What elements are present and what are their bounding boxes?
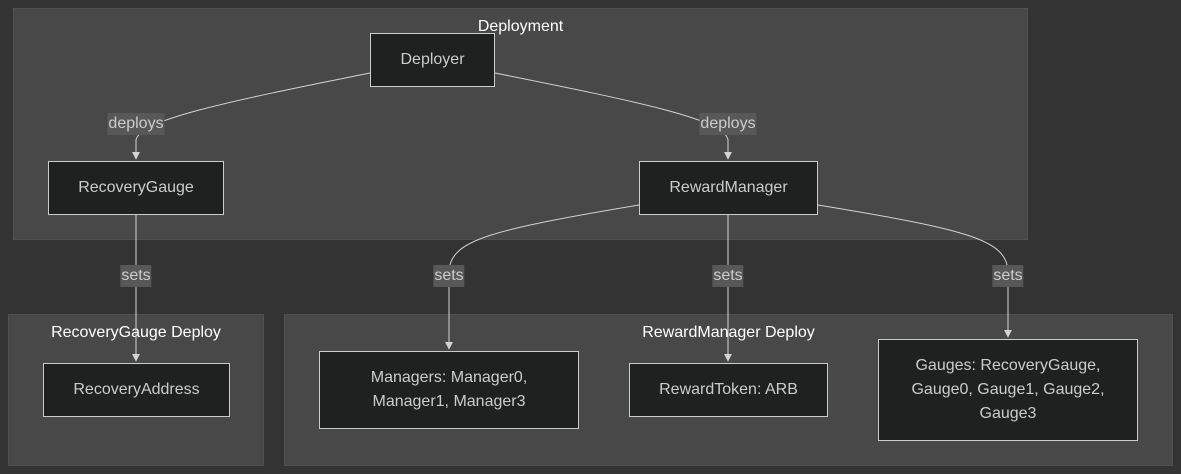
recovery-address-node[interactable]: RecoveryAddress [43, 363, 230, 417]
deployer-node[interactable]: Deployer [370, 33, 495, 87]
deployment-cluster-title: Deployment [477, 18, 564, 35]
recovery-gauge-node[interactable]: RecoveryGauge [48, 161, 224, 215]
reward-token-node-label: RewardToken: ARB [659, 381, 798, 398]
reward-manager-node[interactable]: RewardManager [639, 161, 818, 215]
reward-manager-node-label: RewardManager [669, 179, 788, 196]
edge-label-sets-reward-token: sets [712, 265, 744, 287]
managers-node-line-1: Managers: Manager0, [370, 369, 528, 386]
edge-label-sets-managers: sets [433, 265, 465, 287]
edge-deployer-to-recovery-gauge [132, 72, 371, 160]
recovery-gauge-node-label: RecoveryGauge [78, 179, 194, 196]
managers-node-line-2: Manager1, Manager3 [372, 393, 526, 410]
edge-label-deploys-recovery: deploys [107, 113, 165, 135]
edge-reward-manager-to-gauges [817, 204, 1012, 338]
managers-node-text: Managers: Manager0, Manager1, Manager3 [371, 366, 528, 414]
edge-deployer-to-reward-manager [494, 72, 732, 160]
edge-reward-manager-to-managers [445, 204, 640, 350]
gauges-node-line-2: Gauge0, Gauge1, Gauge2, [911, 381, 1105, 398]
reward-token-node[interactable]: RewardToken: ARB [629, 363, 828, 417]
gauges-node-line-3: Gauge3 [979, 405, 1037, 422]
edge-label-deploys-reward: deploys [699, 113, 757, 135]
deployer-node-label: Deployer [400, 51, 465, 68]
recovery-address-node-label: RecoveryAddress [73, 381, 200, 398]
managers-node[interactable]: Managers: Manager0, Manager1, Manager3 [319, 351, 579, 429]
gauges-node-line-1: Gauges: RecoveryGauge, [915, 357, 1101, 374]
gauges-node-text: Gauges: RecoveryGauge, Gauge0, Gauge1, G… [911, 354, 1104, 426]
gauges-node[interactable]: Gauges: RecoveryGauge, Gauge0, Gauge1, G… [878, 339, 1138, 441]
edge-label-sets-recovery-address: sets [120, 265, 152, 287]
edge-label-sets-gauges: sets [992, 265, 1024, 287]
